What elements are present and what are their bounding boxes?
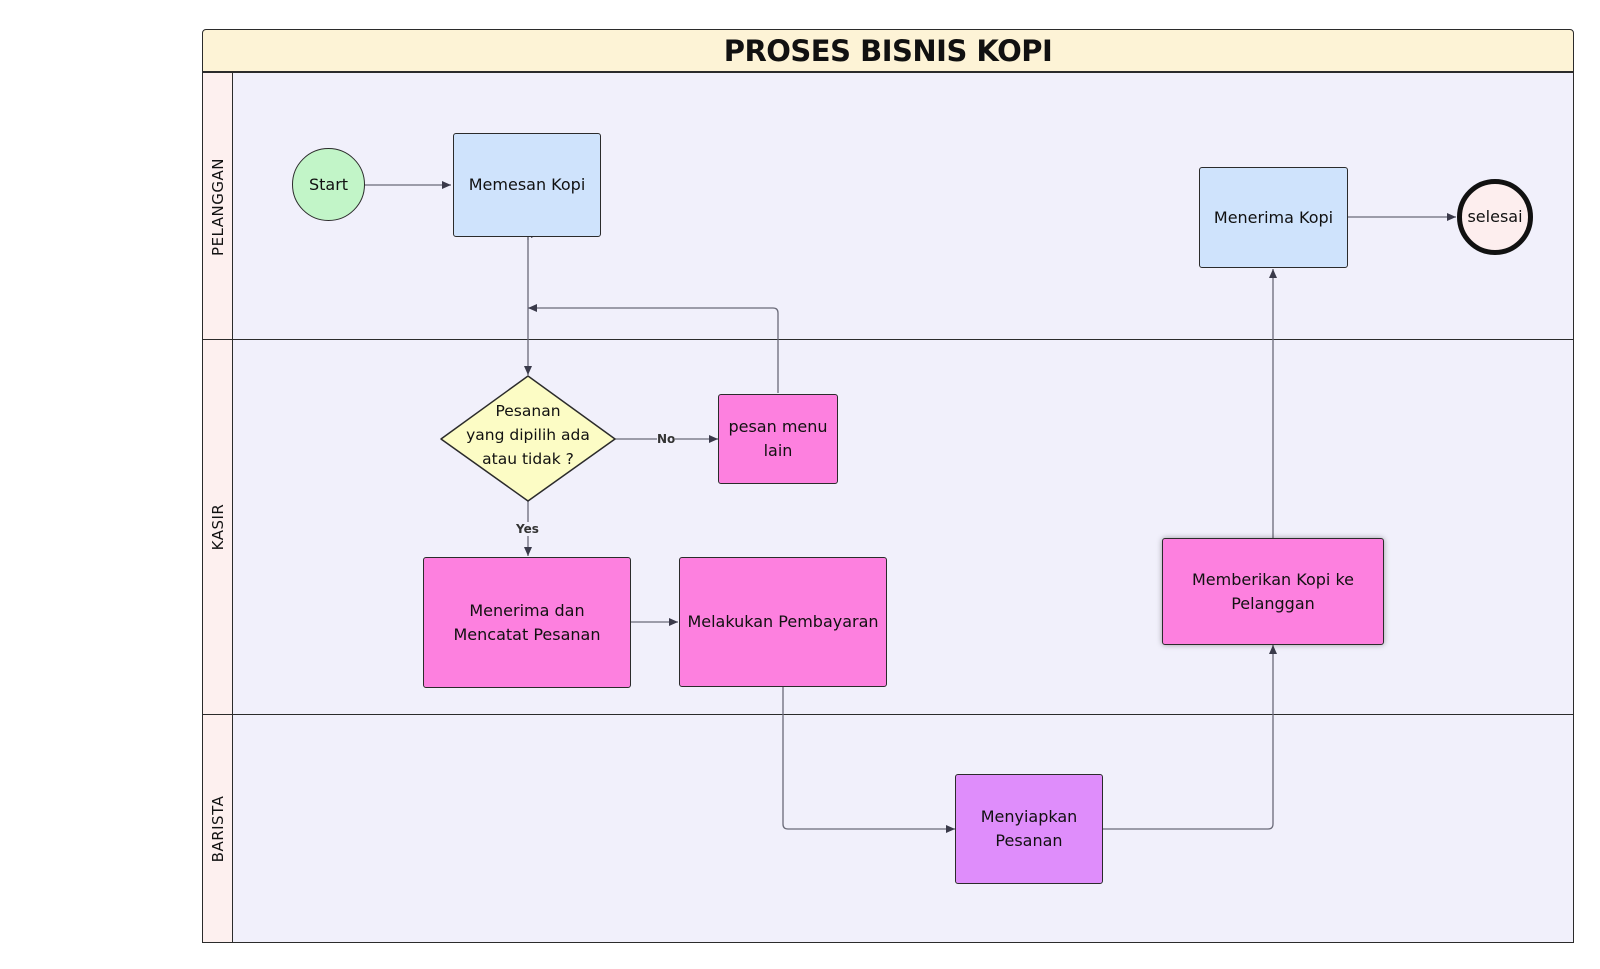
lane-header-kasir: KASIR — [203, 340, 233, 714]
diagram-title: PROSES BISNIS KOPI — [202, 29, 1574, 72]
selesai-label: selesai — [1467, 207, 1523, 226]
decision-line-3: atau tidak ? — [482, 450, 574, 468]
menerima-mencatat-label: Menerima dan Mencatat Pesanan — [453, 600, 601, 644]
edge-pesanlain-back — [528, 304, 779, 393]
edge-label-yes: Yes — [516, 522, 539, 536]
decision-line-2: yang dipilih ada — [466, 426, 590, 444]
start-label: Start — [308, 174, 349, 194]
memesan-kopi-label: Memesan Kopi — [468, 175, 586, 194]
lane-header-barista: BARISTA — [203, 715, 233, 942]
menyiapkan-pesanan-label: Menyiapkan Pesanan — [980, 807, 1078, 850]
pesan-menu-lain-label: pesan menu lain — [728, 417, 828, 460]
lane-header-pelanggan: PELANGGAN — [203, 73, 233, 340]
melakukan-pembayaran-label: Melakukan Pembayaran — [687, 612, 879, 631]
melakukan-pembayaran-node[interactable]: Melakukan Pembayaran — [679, 557, 887, 687]
memberikan-kopi-label: Memberikan Kopi ke Pelanggan — [1192, 569, 1354, 613]
edge-pembayaran-menyiapkan — [782, 687, 955, 833]
memesan-kopi-node[interactable]: Memesan Kopi — [453, 133, 601, 237]
edge-label-no: No — [657, 432, 676, 446]
menyiapkan-pesanan-node[interactable]: Menyiapkan Pesanan — [955, 774, 1103, 884]
menerima-kopi-node[interactable]: Menerima Kopi — [1199, 167, 1348, 268]
decision-line-1: Pesanan — [495, 402, 561, 420]
selesai-node[interactable]: selesai — [1457, 179, 1533, 255]
menerima-kopi-label: Menerima Kopi — [1213, 207, 1334, 227]
pesan-menu-lain-node[interactable]: pesan menu lain — [718, 394, 838, 484]
title-text: PROSES BISNIS KOPI — [723, 33, 1053, 68]
menerima-mencatat-node[interactable]: Menerima dan Mencatat Pesanan — [423, 557, 631, 688]
edge-menyiapkan-memberikan — [1103, 645, 1277, 830]
decision-diamond — [440, 375, 616, 502]
start-node[interactable]: Start — [292, 148, 365, 221]
decision-text[interactable]: Pesanan yang dipilih ada atau tidak ? — [456, 399, 600, 471]
memberikan-kopi-node[interactable]: Memberikan Kopi ke Pelanggan — [1162, 538, 1384, 645]
